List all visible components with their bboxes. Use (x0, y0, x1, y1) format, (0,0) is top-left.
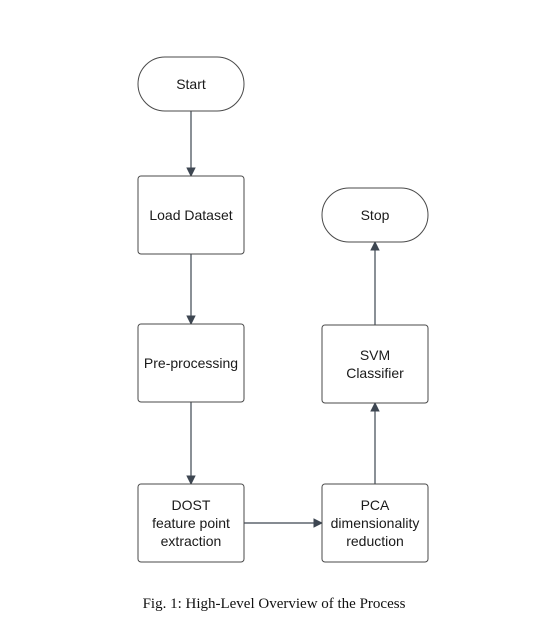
figure-caption: Fig. 1: High-Level Overview of the Proce… (142, 596, 406, 612)
node-svm-shape (321, 324, 429, 404)
node-start-shape (137, 56, 245, 112)
node-dost-shape (137, 483, 245, 563)
node-stop-shape (321, 187, 429, 243)
node-pca-shape (321, 483, 429, 563)
node-preprocessing-shape (137, 323, 245, 403)
node-start-label: Start (176, 76, 206, 92)
node-stop: Stop (321, 187, 429, 243)
node-preprocessing-label: Pre-processing (144, 355, 238, 371)
node-load-dataset-label: Load Dataset (149, 207, 232, 223)
node-load-dataset-shape (137, 175, 245, 255)
node-stop-label: Stop (361, 207, 390, 223)
node-preprocessing: Pre-processing (137, 323, 245, 403)
node-load-dataset: Load Dataset (137, 175, 245, 255)
edges-layer (186, 111, 380, 528)
node-start: Start (137, 56, 245, 112)
